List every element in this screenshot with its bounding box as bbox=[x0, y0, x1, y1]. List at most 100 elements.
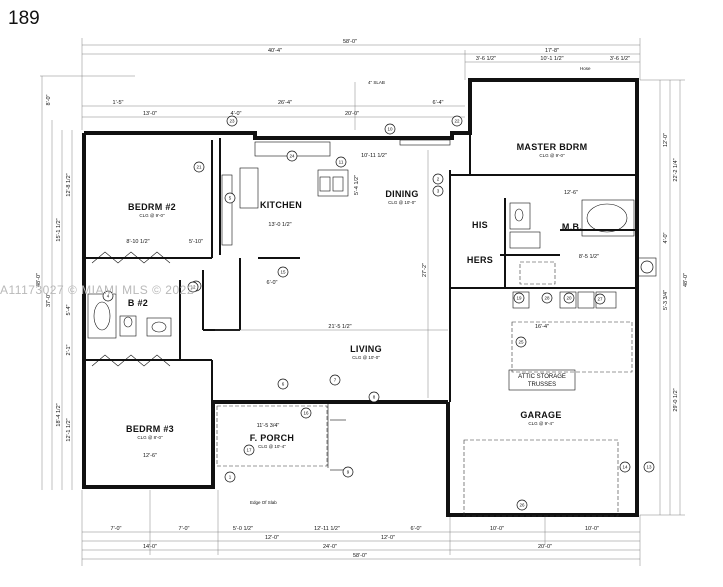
callout-tag: 23 bbox=[226, 115, 238, 127]
callout-tag-label: 25 bbox=[518, 340, 524, 345]
dim-right-12: 12'-0" bbox=[663, 133, 669, 147]
callout-tag: 8 bbox=[368, 391, 380, 403]
callout-tag: 11 bbox=[335, 156, 347, 168]
callout-tag: 14 bbox=[619, 461, 631, 473]
dim-bed3-width: 12'-6" bbox=[143, 453, 157, 459]
callout-tag-label: 7 bbox=[334, 378, 337, 383]
room-garage-clg: CLG @ 9'-4" bbox=[528, 421, 554, 426]
dim-porch-width: 11'-5 3/4" bbox=[257, 423, 280, 429]
dim-top-20: 20'-0" bbox=[345, 111, 359, 117]
callout-tag-label: 20 bbox=[566, 296, 572, 301]
callout-tag-label: 11 bbox=[339, 160, 344, 165]
callout-tag: 26 bbox=[516, 499, 528, 511]
callout-tag: 28 bbox=[541, 292, 553, 304]
dim-bot-7a: 7'-0" bbox=[111, 526, 122, 532]
dim-bed2-hall: 5'-10" bbox=[189, 239, 203, 245]
dim-bot-24: 24'-0" bbox=[323, 544, 337, 550]
room-porch-name: F. PORCH bbox=[250, 433, 294, 443]
dim-right-4: 4'-0" bbox=[663, 232, 669, 243]
attic-line2: TRUSSES bbox=[528, 382, 556, 388]
right-dimensions: 48'-0" 22'-2 1/4" 29'-0 1/2" 12'-0" 5'-3… bbox=[640, 79, 689, 516]
dim-right-5-3: 5'-3 3/4" bbox=[663, 290, 669, 310]
dim-mb-width: 12'-6" bbox=[564, 190, 578, 196]
dim-bot-20: 20'-0" bbox=[538, 544, 552, 550]
callout-tag-label: 4 bbox=[107, 294, 110, 299]
room-mb-name: M.B. bbox=[562, 222, 582, 232]
callout-tag: 17 bbox=[243, 444, 255, 456]
dim-right-48: 48'-0" bbox=[683, 273, 689, 287]
room-hers-name: HERS bbox=[467, 255, 493, 265]
room-bed2-clg: CLG @ 9'-0" bbox=[139, 213, 165, 218]
callout-tag-label: 5 bbox=[229, 196, 232, 201]
dim-bot-12b: 12'-0" bbox=[381, 535, 395, 541]
dim-left-18: 18'-4 1/2" bbox=[56, 403, 62, 426]
callout-tag-label: 3 bbox=[437, 189, 440, 194]
callout-tag: 3 bbox=[432, 185, 444, 197]
room-bed3-clg: CLG @ 8'-0" bbox=[137, 435, 163, 440]
watermark: A11173027 © MIAMI MLS © 2022 bbox=[0, 283, 194, 297]
room-dining-clg: CLG @ 10'-0" bbox=[388, 200, 416, 205]
dim-left-12-1: 12'-1 1/2" bbox=[66, 418, 72, 441]
dim-bot-overall: 58'-0" bbox=[353, 553, 367, 559]
callout-tag: 22 bbox=[451, 115, 463, 127]
room-garage-name: GARAGE bbox=[520, 410, 561, 420]
room-living-name: LIVING bbox=[350, 344, 382, 354]
callout-tag: 21 bbox=[193, 161, 205, 173]
dim-bot-5: 5'-0 1/2" bbox=[233, 526, 253, 532]
dim-left-12-8: 12'-8 1/2" bbox=[66, 173, 72, 196]
dim-left-2-1: 2'-1" bbox=[66, 344, 72, 355]
dim-top-40: 40'-4" bbox=[268, 48, 282, 54]
dim-dining-5: 5'-4 1/2" bbox=[354, 175, 360, 195]
room-bath2-name: B #2 bbox=[128, 298, 148, 308]
callout-tag-label: 6 bbox=[282, 382, 285, 387]
dim-left-15: 15'-1 1/2" bbox=[56, 218, 62, 241]
room-dining-name: DINING bbox=[385, 189, 418, 199]
dim-left-48: 48'-0" bbox=[36, 273, 42, 287]
callout-tag-label: 19 bbox=[516, 296, 522, 301]
room-kitchen-name: KITCHEN bbox=[260, 200, 302, 210]
dim-top-26: 26'-4" bbox=[278, 100, 292, 106]
interior-walls bbox=[84, 138, 637, 487]
dim-top-4: 4'-0" bbox=[231, 111, 242, 117]
callout-tag: 19 bbox=[513, 292, 525, 304]
bottom-dimensions: 7'-0" 7'-0" 5'-0 1/2" 12'-11 1/2" 6'-0" … bbox=[81, 490, 641, 566]
interior-dimensions: 21'-5 1/2" 27'-2" 13'-0 1/2" 6'-0" 8'-10… bbox=[126, 66, 599, 505]
dim-left-8: 8'-0" bbox=[46, 94, 52, 105]
dim-left-5-4: 5'-4" bbox=[66, 304, 72, 315]
page-number: 189 bbox=[8, 8, 40, 29]
callout-tags: 2110111819201213141516171234567892223242… bbox=[102, 115, 655, 511]
callout-tag-label: 15 bbox=[280, 270, 286, 275]
callout-tag-label: 27 bbox=[597, 297, 603, 302]
dim-top-10: 10'-1 1/2" bbox=[540, 56, 563, 62]
dim-bed2-width: 8'-10 1/2" bbox=[126, 239, 149, 245]
dim-bot-14: 14'-0" bbox=[143, 544, 157, 550]
callout-tag: 24 bbox=[286, 150, 298, 162]
room-porch-clg: CLG @ 10'-4" bbox=[258, 444, 286, 449]
callout-tag: 13 bbox=[643, 461, 655, 473]
callout-tag-label: 28 bbox=[544, 296, 550, 301]
callout-tag-label: 9 bbox=[347, 470, 350, 475]
dim-bot-7b: 7'-0" bbox=[179, 526, 190, 532]
callout-tag-label: 14 bbox=[622, 465, 628, 470]
dim-left-37: 37'-0" bbox=[46, 293, 52, 307]
dim-bot-10a: 10'-0" bbox=[490, 526, 504, 532]
dim-dining-height: 27'-2" bbox=[422, 263, 428, 277]
dim-top-13: 13'-0" bbox=[143, 111, 157, 117]
dim-top-17: 17'-8" bbox=[545, 48, 559, 54]
dim-top-3b: 3'-6 1/2" bbox=[610, 56, 630, 62]
hose-note: Hose bbox=[580, 66, 591, 71]
room-master-clg: CLG @ 9'-0" bbox=[539, 153, 565, 158]
callout-tag: 4 bbox=[102, 290, 114, 302]
dim-top-6-4: 6'-4" bbox=[433, 100, 444, 106]
callout-tag-label: 10 bbox=[387, 127, 393, 132]
callout-tag-label: 22 bbox=[454, 119, 460, 124]
callout-tag: 27 bbox=[594, 293, 606, 305]
callout-tag-label: 23 bbox=[229, 119, 235, 124]
callout-tag: 10 bbox=[384, 123, 396, 135]
dim-bot-12a: 12'-0" bbox=[265, 535, 279, 541]
attic-line1: ATTIC STORAGE bbox=[518, 374, 566, 380]
callout-tag-label: 2 bbox=[437, 177, 440, 182]
dim-dining-10: 10'-11 1/2" bbox=[361, 153, 387, 159]
room-living-clg: CLG @ 10'-0" bbox=[352, 355, 380, 360]
